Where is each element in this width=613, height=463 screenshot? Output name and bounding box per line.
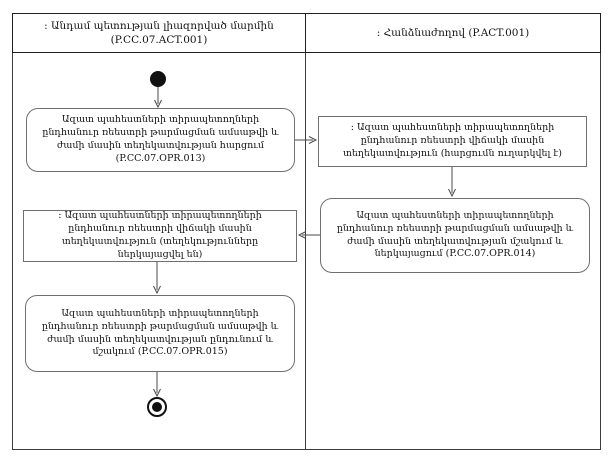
action-node-label: Ազատ պահեստների տիրապետողների ընդհանուր … [336,209,574,260]
lane-title-line1: : Հանձնաժողով (P.ACT.001) [376,26,530,39]
action-node-request-registry-update-info: Ազատ պահեստների տիրապետողների ընդհանուր … [26,108,295,172]
lane-title-line1: : Անդամ պետության լիազորված մարմին [44,19,274,32]
action-node-receive-and-process-info: Ազատ պահեստների տիրապետողների ընդհանուր … [25,295,295,372]
action-node-label: Ազատ պահեստների տիրապետողների ընդհանուր … [42,114,279,164]
swimlane-header-member-state-authorized-body: : Անդամ պետության լիազորված մարմին (P.CC… [12,13,306,53]
object-node-label: : Ազատ պահեստների տիրապետողների ընդհանու… [343,122,562,159]
swimlane-header-commission: : Հանձնաժողով (P.ACT.001) [305,13,601,53]
object-node-label: : Ազատ պահեստների տիրապետողների ընդհանու… [58,210,262,260]
action-node-label: Ազատ պահեստների տիրապետողների ընդհանուր … [41,307,279,358]
object-node-registry-state-info-request-sent: : Ազատ պահեստների տիրապետողների ընդհանու… [318,116,587,167]
action-node-process-and-present-info: Ազատ պահեստների տիրապետողների ընդհանուր … [320,198,590,273]
object-node-registry-state-info-presented: : Ազատ պահեստների տիրապետողների ընդհանու… [23,210,297,262]
lane-title-line2: (P.CC.07.ACT.001) [110,34,208,46]
